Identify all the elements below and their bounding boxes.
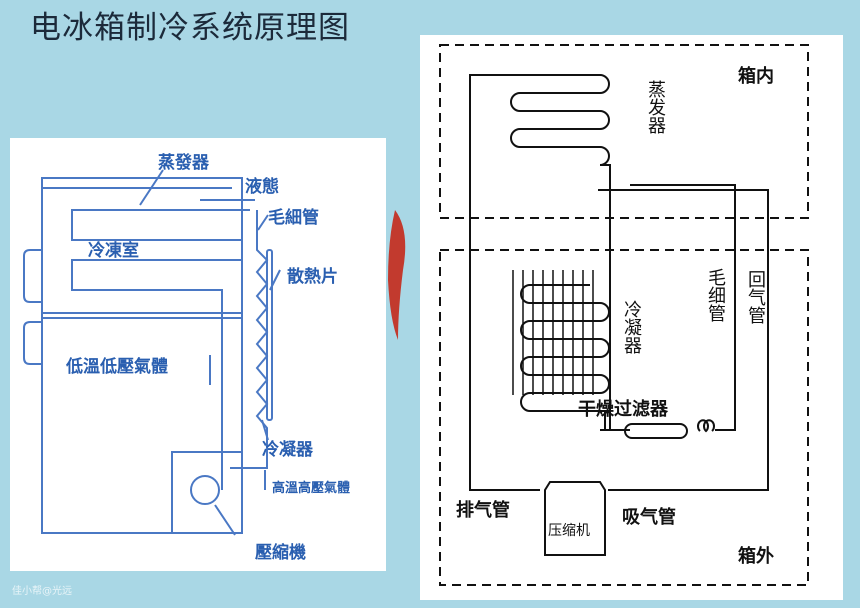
label-compressor: 壓縮機 xyxy=(255,543,306,563)
return-pipe xyxy=(598,189,769,491)
label-condenser-cn: 冷凝器 xyxy=(621,300,642,354)
capillary-coil xyxy=(697,419,715,433)
label-evaporator-cn: 蒸发器 xyxy=(645,80,666,134)
label-compressor-cn: 压缩机 xyxy=(548,523,590,539)
condenser-coil xyxy=(520,284,630,431)
label-capillary: 毛細管 xyxy=(268,208,319,228)
evaporator-coil xyxy=(469,74,611,431)
compressor-circle xyxy=(190,475,220,505)
radiator-fin xyxy=(266,249,273,421)
fridge-drawing xyxy=(23,169,281,536)
inside-box xyxy=(439,44,809,219)
evaporator-coil xyxy=(71,209,250,490)
label-condenser: 冷凝器 xyxy=(262,440,313,460)
dryer-filter xyxy=(624,423,688,439)
label-inside: 箱内 xyxy=(738,66,774,87)
label-return-pipe: 回气管 xyxy=(745,270,766,324)
fridge-handle xyxy=(23,321,42,365)
label-high-temp-gas: 高溫高壓氣體 xyxy=(272,481,351,496)
fridge-body xyxy=(41,177,243,534)
outside-box xyxy=(439,249,809,586)
compressor-box xyxy=(171,451,243,534)
label-freezer: 冷凍室 xyxy=(88,241,139,261)
koi-fish-image xyxy=(388,210,406,340)
label-evaporator: 蒸發器 xyxy=(158,153,209,173)
compressor-box xyxy=(544,481,606,556)
freezer-handle xyxy=(23,249,42,303)
label-suction-pipe: 吸气管 xyxy=(622,507,676,528)
label-dryer-filter: 干燥过滤器 xyxy=(578,399,668,420)
page-title: 电冰箱制冷系统原理图 xyxy=(30,10,350,46)
label-outside: 箱外 xyxy=(738,546,774,567)
label-radiator: 散熱片 xyxy=(287,267,338,287)
right-diagram-panel xyxy=(420,35,843,600)
watermark: 佳小帮@光远 xyxy=(12,586,72,597)
label-liquid: 液態 xyxy=(245,177,279,197)
label-exhaust-pipe: 排气管 xyxy=(456,500,510,521)
label-low-temp-gas: 低溫低壓氣體 xyxy=(66,357,168,377)
label-capillary-cn: 毛细管 xyxy=(705,268,726,322)
condenser-zigzag xyxy=(230,210,269,469)
system-drawing xyxy=(439,44,809,586)
